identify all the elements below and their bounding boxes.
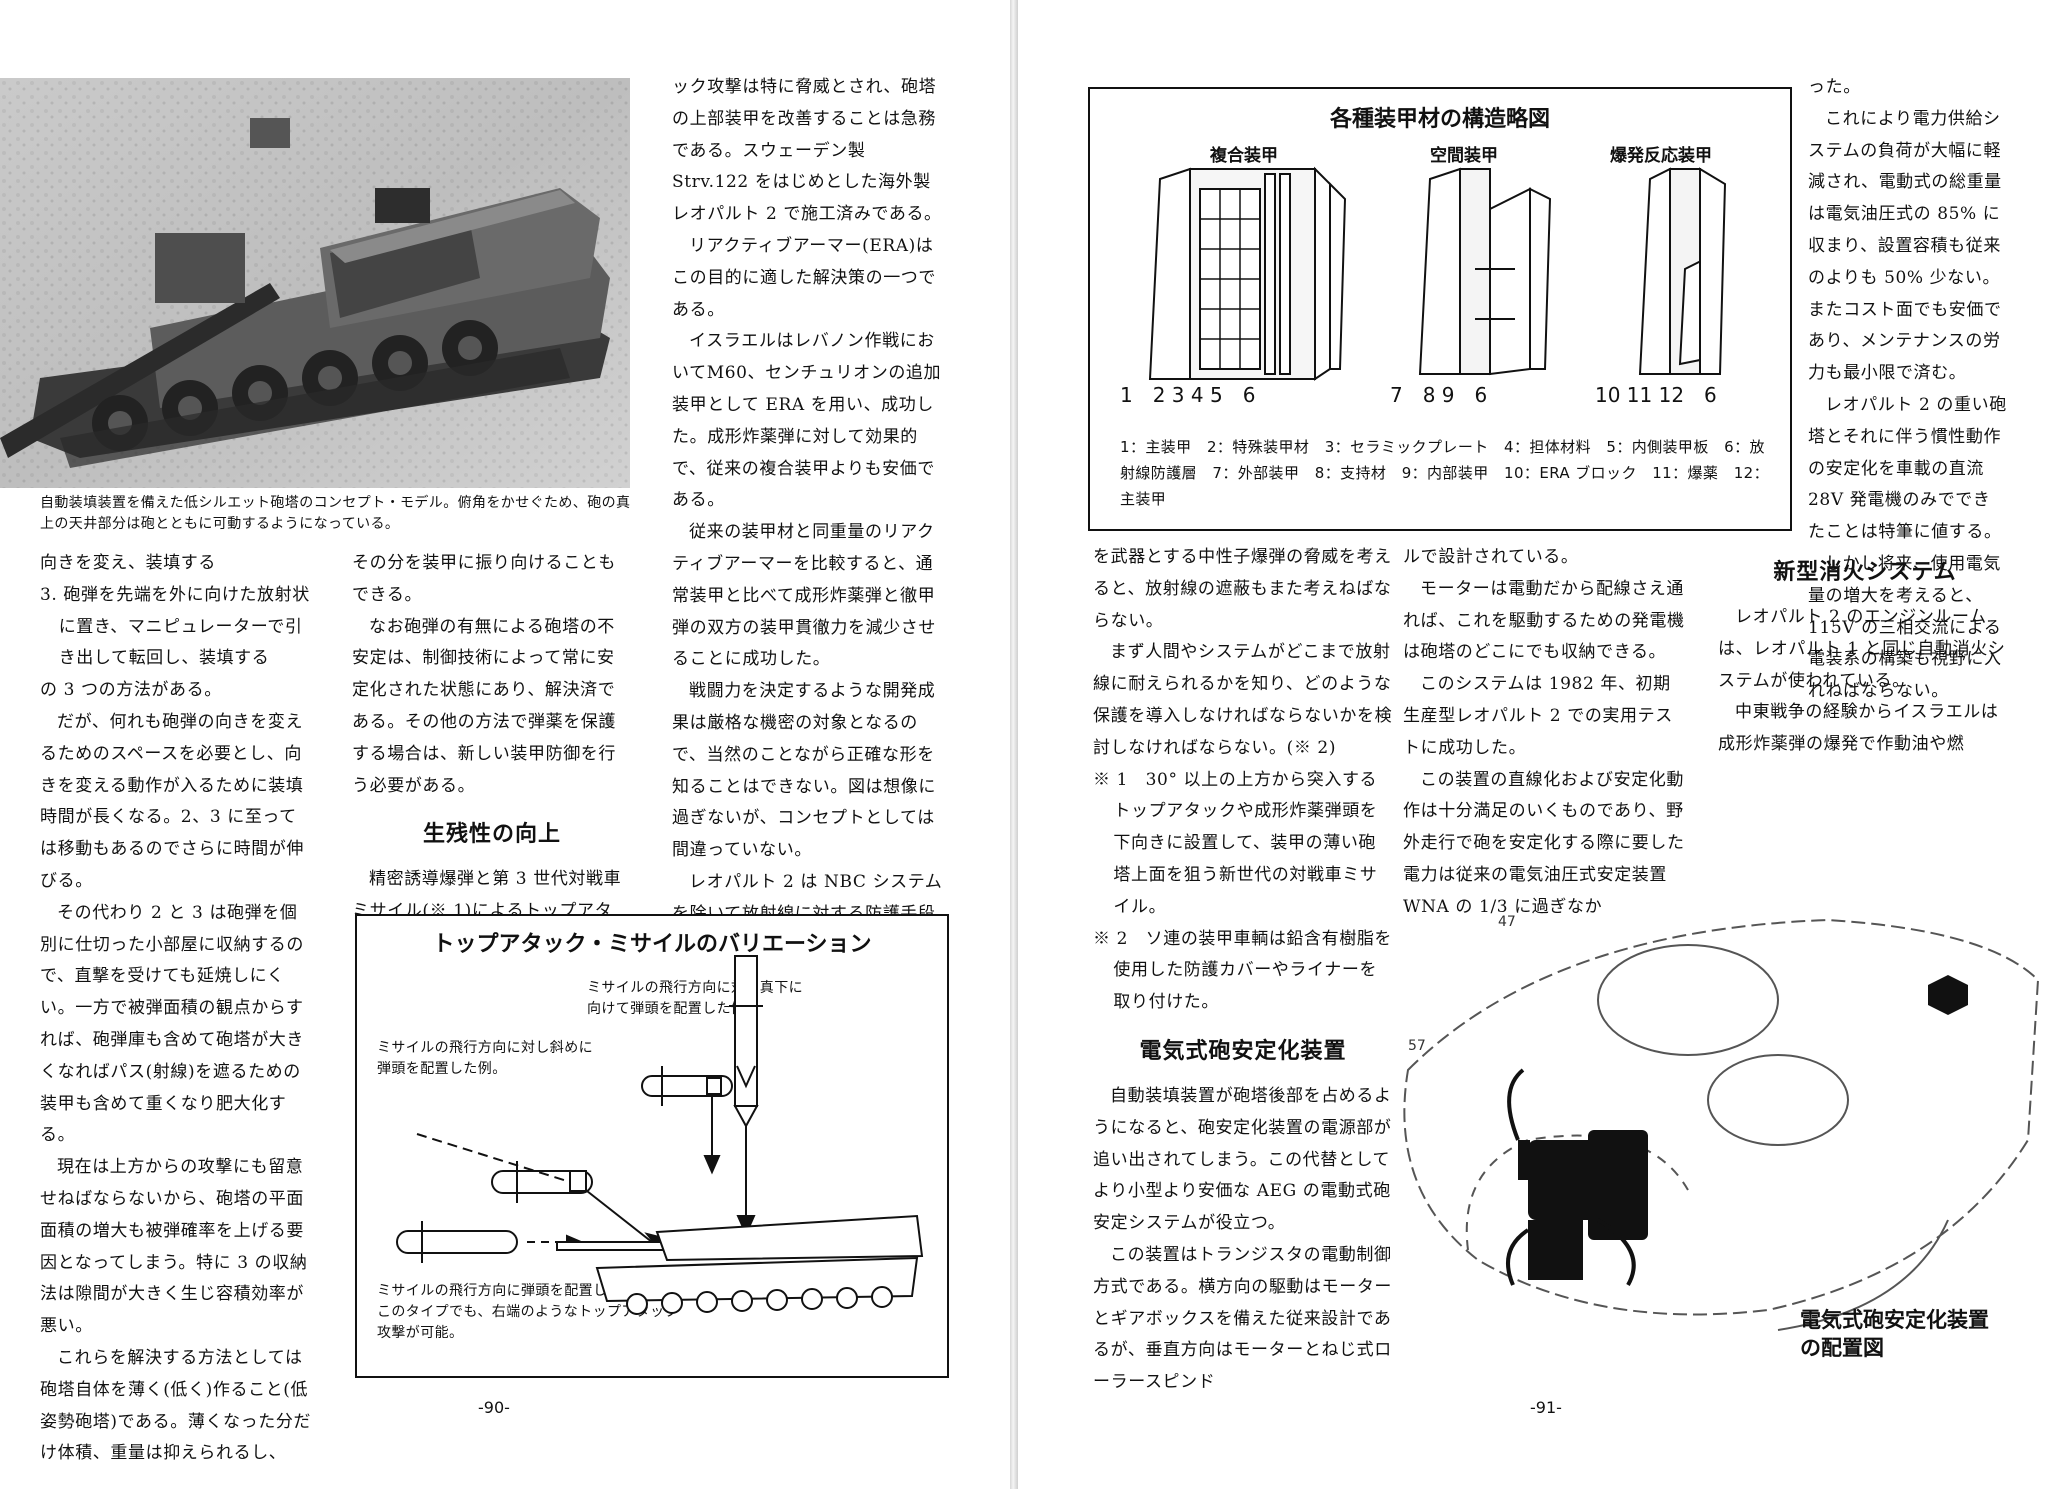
right-column-2: ルで設計されている。モーターは電動だから配線さえ通れば、これを駆動するための発電… bbox=[1403, 542, 1688, 924]
right-top-col-paragraph: しかし将来、使用電気量の増大を考えると、115V の三相交流による電装系の構築も… bbox=[1808, 553, 2002, 702]
armor-sub-spaced: 空間装甲 bbox=[1430, 146, 1498, 166]
section-title-fire-suppression: 新型消火システム bbox=[1773, 560, 1957, 585]
page-number-right: -91- bbox=[1530, 1398, 1562, 1417]
left-col1-paragraph: これらを解決する方法としては砲塔自体を薄く(低く)作ること(低姿勢砲塔)である。… bbox=[40, 1347, 312, 1464]
left-column-1: 向きを変え、装填する 3. 砲弾を先端を外に向けた放射状に置き、マニピュレーターで… bbox=[40, 548, 312, 1470]
left-page: 自動装填装置を備えた低シルエット砲塔のコンセプト・モデル。俯角をかせぐため、砲の… bbox=[0, 0, 1010, 1489]
left-col1-paragraph: 向きを変え、装填する bbox=[40, 553, 216, 573]
left-col1-paragraph: の 3 つの方法がある。 bbox=[40, 680, 222, 701]
right-col3-bottom-paragraph: レオパルト 2 のエンジンルームは、レオパルト 1 と同じ自動消火システムが使わ… bbox=[1718, 607, 2006, 691]
left-column-3: ック攻撃は特に脅威とされ、砲塔の上部装甲を改善することは急務である。スウェーデン… bbox=[672, 72, 944, 962]
right-col1-bottom-paragraph: この装置はトランジスタの電動制御方式である。横方向の駆動はモーターとギアボックス… bbox=[1093, 1244, 1393, 1393]
right-col1-paragraph: を武器とする中性子爆弾の脅威を考えると、放射線の遮蔽もまた考えねばならない。 bbox=[1093, 547, 1392, 631]
turret-mark-2: 57 bbox=[1408, 1038, 1426, 1054]
left-col1-paragraph: その代わり 2 と 3 は砲弾を個別に仕切った小部屋に収納するので、直撃を受けて… bbox=[40, 902, 304, 1146]
right-col1-paragraph: ※ 1 30° 以上の上方から突入するトップアタックや成形炸薬弾頭を下向きに設置… bbox=[1093, 769, 1378, 917]
right-col2-paragraph: この装置の直線化および安定化動作は十分満足のいくものであり、野外走行で砲を安定化… bbox=[1403, 769, 1685, 917]
turret-mark-1: 47 bbox=[1498, 914, 1516, 930]
turret-diagram-caption: 電気式砲安定化装置の配置図 bbox=[1800, 1308, 1989, 1360]
tank-model-photo bbox=[0, 78, 630, 488]
right-top-col-paragraph: これにより電力供給システムの負荷が大幅に軽減され、電動式の総重量は電気油圧式の … bbox=[1808, 108, 2002, 384]
armor-numbers-composite: 1 2 3 4 5 6 bbox=[1120, 383, 1256, 407]
missile-variation-figure: トップアタック・ミサイルのバリエーション ミサイルの飛行方向に対し真下に向けて弾… bbox=[355, 914, 949, 1378]
right-col2-paragraph: ルで設計されている。 bbox=[1403, 547, 1579, 567]
armor-sub-composite: 複合装甲 bbox=[1210, 146, 1278, 166]
left-col1-paragraph: 3. 砲弾を先端を外に向けた放射状に置き、マニピュレーターで引き出して転回し、装… bbox=[40, 584, 310, 669]
section-title-survivability: 生残性の向上 bbox=[422, 822, 561, 848]
right-col1-paragraph: まず人間やシステムがどこまで放射線に耐えられるかを知り、どのような保護を導入しな… bbox=[1093, 642, 1393, 758]
missile-drawings bbox=[396, 955, 924, 1315]
left-column-2: その分を装甲に振り向けることもできる。なお砲弾の有無による砲塔の不安定は、制御技… bbox=[352, 548, 632, 928]
page-number-left: -90- bbox=[478, 1398, 510, 1417]
missile-figure-title: トップアタック・ミサイルのバリエーション bbox=[432, 932, 872, 957]
left-col3-paragraph: 従来の装甲材と同重量のリアクティブアーマーを比較すると、通常装甲と比べて成形炸薬… bbox=[672, 522, 936, 670]
left-col3-paragraph: ック攻撃は特に脅威とされ、砲塔の上部装甲を改善することは急務である。スウェーデン… bbox=[672, 77, 942, 225]
section-title-electric-stabilizer: 電気式砲安定化装置 bbox=[1139, 1038, 1347, 1064]
armor-numbers-spaced: 7 8 9 6 bbox=[1390, 383, 1488, 407]
left-col1-paragraph: 現在は上方からの攻撃にも留意せねばならないから、砲塔の平面面積の増大も被弾確率を… bbox=[40, 1157, 308, 1337]
missile-label-2: ミサイルの飛行方向に対し斜めに弾頭を配置した例。 bbox=[377, 1040, 593, 1077]
book-spine bbox=[1010, 0, 1018, 1489]
right-col2-paragraph: このシステムは 1982 年、初期生産型レオパルト 2 での実用テストに成功した… bbox=[1403, 674, 1673, 758]
right-column-3: 新型消火システム レオパルト 2 のエンジンルームは、レオパルト 1 と同じ自動… bbox=[1718, 540, 2012, 761]
armor-drawings bbox=[1148, 166, 1727, 381]
armor-figure-title: 各種装甲材の構造略図 bbox=[1329, 107, 1550, 132]
armor-numbers-era: 10 11 12 6 bbox=[1595, 383, 1717, 407]
right-page: 各種装甲材の構造略図 複合装甲 空間装甲 爆発反応装甲 bbox=[1018, 0, 2048, 1489]
right-column-3-top: った。これにより電力供給システムの負荷が大幅に軽減され、電動式の総重量は電気油圧… bbox=[1808, 72, 2008, 708]
armor-structure-figure: 各種装甲材の構造略図 複合装甲 空間装甲 爆発反応装甲 bbox=[1088, 87, 1792, 531]
right-col2-paragraph: モーターは電動だから配線さえ通れば、これを駆動するための発電機は砲塔のどこにでも… bbox=[1403, 578, 1685, 663]
left-col1-paragraph: だが、何れも砲弾の向きを変えるためのスペースを必要とし、向きを変える動作が入るた… bbox=[40, 711, 304, 891]
right-top-col-paragraph: レオパルト 2 の重い砲塔とそれに伴う慣性動作の安定化を車載の直流 28V 発電… bbox=[1808, 394, 2007, 543]
right-col3-bottom-paragraph: 中東戦争の経験からイスラエルは成形炸薬弾の爆発で作動油や燃 bbox=[1718, 702, 1999, 755]
left-col3-paragraph: リアクティブアーマー(ERA)はこの目的に適した解決策の一つである。 bbox=[672, 235, 936, 320]
turret-layout-diagram: 47 57 bbox=[1403, 914, 2040, 1331]
left-col3-paragraph: 戦闘力を決定するような開発成果は厳格な機密の対象となるので、当然のことながら正確… bbox=[672, 681, 936, 861]
left-col3-paragraph: イスラエルはレバノン作戦においてM60、センチュリオンの追加装甲として ERA … bbox=[672, 331, 942, 511]
right-col1-bottom-paragraph: 自動装填装置が砲塔後部を占めるようになると、砲安定化装置の電源部が追い出されてし… bbox=[1093, 1085, 1392, 1234]
right-column-1: を武器とする中性子爆弾の脅威を考えると、放射線の遮蔽もまた考えねばならない。まず… bbox=[1093, 542, 1393, 1399]
armor-legend: 1：主装甲 2：特殊装甲材 3：セラミックプレート 4：担体材料 5：内側装甲板… bbox=[1120, 438, 1770, 508]
right-col1-paragraph: ※ 2 ソ連の装甲車輌は鉛含有樹脂を使用した防護カバーやライナーを取り付けた。 bbox=[1093, 928, 1393, 1013]
right-top-col-paragraph: った。 bbox=[1808, 77, 1861, 97]
left-col2-top-paragraph: その分を装甲に振り向けることもできる。 bbox=[352, 553, 616, 605]
armor-sub-era: 爆発反応装甲 bbox=[1610, 146, 1712, 166]
photo-caption: 自動装填装置を備えた低シルエット砲塔のコンセプト・モデル。俯角をかせぐため、砲の… bbox=[40, 495, 631, 532]
left-col2-top-paragraph: なお砲弾の有無による砲塔の不安定は、制御技術によって常に安定化された状態にあり、… bbox=[352, 616, 616, 796]
